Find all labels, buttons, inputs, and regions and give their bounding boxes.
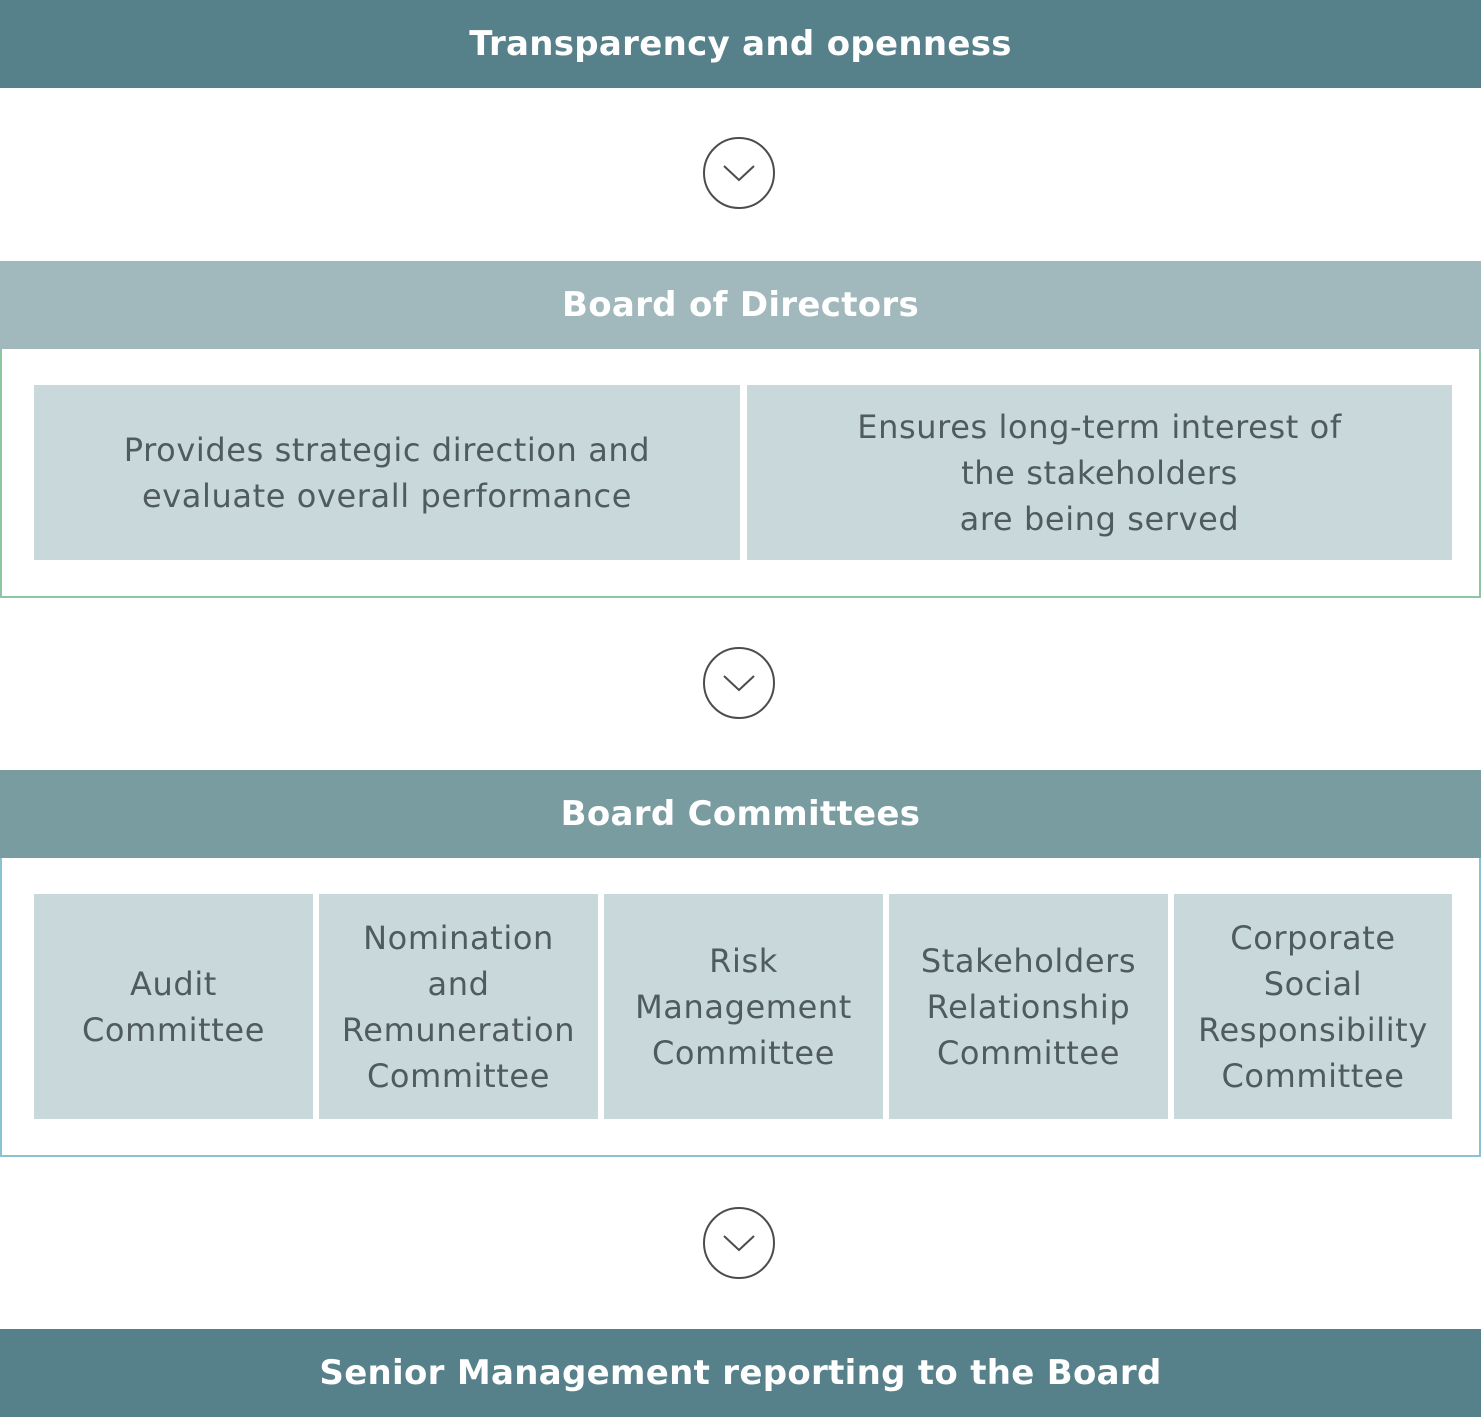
committee-card-nomination: Nomination and Remuneration Committee xyxy=(319,894,598,1119)
board-of-directors-title: Board of Directors xyxy=(561,285,920,325)
committees-panel: Audit Committee Nomination and Remunerat… xyxy=(0,858,1481,1157)
committee-card-risk: Risk Management Committee xyxy=(604,894,883,1119)
board-role-card: Ensures long-term interest of the stakeh… xyxy=(747,385,1452,560)
committee-card-stakeholders: Stakeholders Relationship Committee xyxy=(889,894,1168,1119)
transparency-title: Transparency and openness xyxy=(469,24,1012,64)
board-committees-title: Board Committees xyxy=(560,794,921,834)
transparency-banner: Transparency and openness xyxy=(0,0,1481,88)
chevron-down-icon xyxy=(703,137,775,209)
board-of-directors-banner: Board of Directors xyxy=(0,261,1481,349)
board-committees-banner: Board Committees xyxy=(0,770,1481,858)
chevron-down-icon xyxy=(703,647,775,719)
chevron-down-icon xyxy=(703,1207,775,1279)
board-roles-panel: Provides strategic direction and evaluat… xyxy=(0,349,1481,598)
senior-management-title: Senior Management reporting to the Board xyxy=(319,1353,1162,1393)
committee-card-audit: Audit Committee xyxy=(34,894,313,1119)
board-role-card: Provides strategic direction and evaluat… xyxy=(34,385,740,560)
senior-management-banner: Senior Management reporting to the Board xyxy=(0,1329,1481,1417)
committee-card-csr: Corporate Social Responsibility Committe… xyxy=(1174,894,1452,1119)
